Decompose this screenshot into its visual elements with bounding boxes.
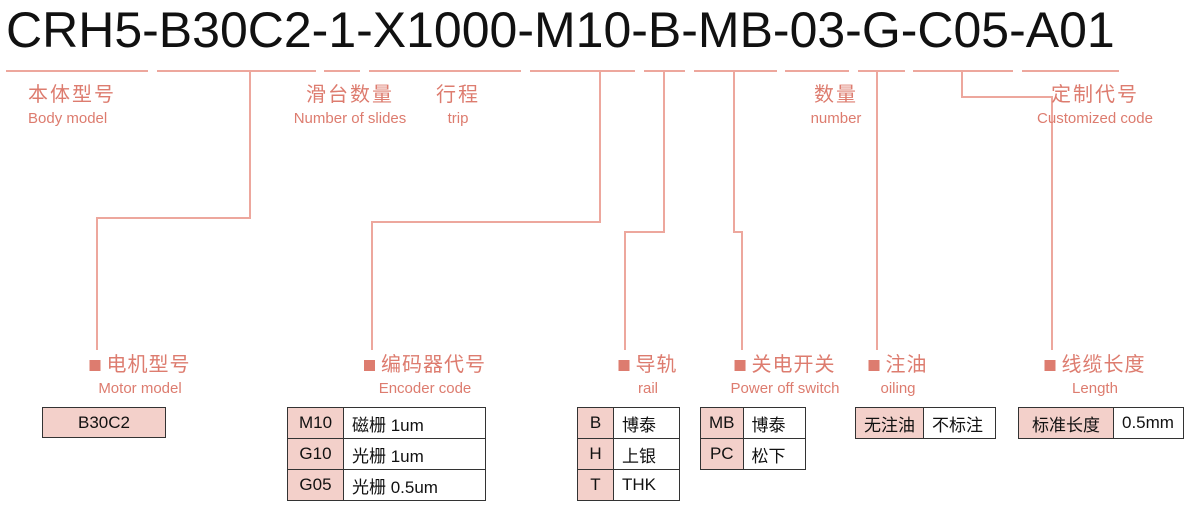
section-motor-model-en: Motor model: [98, 380, 182, 397]
bullet-square-icon: [618, 359, 630, 371]
underline-encoder: [530, 70, 635, 72]
switch-code-cell: PC: [700, 438, 744, 470]
section-rail-en: rail: [637, 380, 658, 397]
section-encoder-code-title: 编码器代号: [364, 352, 486, 378]
label-number-of-slides: 滑台数量 Number of slides: [294, 82, 407, 129]
encoder-desc-cell: 磁栅 1um: [343, 407, 486, 439]
underline-number: [785, 70, 849, 72]
label-customized-code-zh: 定制代号: [1051, 84, 1139, 106]
section-motor-model-zh: 电机型号: [106, 354, 191, 376]
rail-code-cell: T: [577, 469, 614, 501]
table-row: 无注油 不标注: [855, 407, 996, 439]
length-code-cell: 标准长度: [1018, 407, 1114, 439]
section-power-off-switch: 关电开关 Power off switch: [731, 352, 840, 399]
underline-slides: [324, 70, 360, 72]
table-row: B 博泰: [577, 407, 680, 439]
length-desc-cell: 0.5mm: [1113, 407, 1184, 439]
label-trip: 行程 trip: [436, 82, 480, 129]
label-body-model: 本体型号 Body model: [28, 82, 116, 129]
underline-motor-model: [157, 70, 316, 72]
rail-code-cell: H: [577, 438, 614, 470]
section-oiling-title: 注油: [868, 352, 928, 378]
section-rail-zh: 导轨: [635, 354, 678, 376]
label-number-en: number: [810, 110, 862, 127]
underline-power-switch: [694, 70, 777, 72]
motor-model-value-box: B30C2: [42, 407, 166, 438]
section-power-off-switch-en: Power off switch: [730, 380, 840, 397]
underline-body-model: [6, 70, 148, 72]
section-cable-length-title: 线缆长度: [1044, 352, 1146, 378]
bullet-square-icon: [734, 359, 746, 371]
label-customized-code-en: Customized code: [1037, 110, 1153, 127]
connector-motor-model: [96, 71, 251, 350]
label-body-model-en: Body model: [28, 110, 108, 127]
section-rail: 导轨 rail: [618, 352, 678, 399]
section-encoder-code-en: Encoder code: [378, 380, 472, 397]
section-cable-length: 线缆长度 Length: [1044, 352, 1146, 399]
rail-desc-cell: THK: [613, 469, 680, 501]
underline-trip: [369, 70, 521, 72]
cable-length-table: 标准长度 0.5mm: [1018, 407, 1184, 439]
label-customized-code: 定制代号 Customized code: [1037, 82, 1153, 129]
underline-customized: [1022, 70, 1119, 72]
oiling-desc-cell: 不标注: [923, 407, 996, 439]
power-off-switch-table: MB 博泰 PC 松下: [700, 407, 806, 470]
section-encoder-code: 编码器代号 Encoder code: [364, 352, 486, 399]
switch-desc-cell: 博泰: [742, 407, 806, 439]
bullet-square-icon: [1044, 359, 1056, 371]
label-trip-zh: 行程: [436, 84, 480, 106]
label-number-of-slides-en: Number of slides: [293, 110, 407, 127]
table-row: M10 磁栅 1um: [287, 407, 486, 439]
label-trip-en: trip: [447, 110, 469, 127]
model-code: CRH5-B30C2-1-X1000-M10-B-MB-03-G-C05-A01: [6, 2, 1115, 58]
section-rail-title: 导轨: [618, 352, 678, 378]
table-row: T THK: [577, 469, 680, 501]
rail-code-cell: B: [577, 407, 614, 439]
table-row: PC 松下: [700, 438, 806, 470]
rail-table: B 博泰 H 上银 T THK: [577, 407, 680, 501]
section-oiling: 注油 oiling: [868, 352, 928, 399]
encoder-code-cell: M10: [287, 407, 344, 439]
label-number-of-slides-zh: 滑台数量: [305, 84, 394, 106]
section-motor-model-title: 电机型号: [89, 352, 191, 378]
table-row: G10 光栅 1um: [287, 438, 486, 470]
section-motor-model: 电机型号 Motor model: [89, 352, 191, 399]
section-power-off-switch-title: 关电开关: [731, 352, 840, 378]
label-number-zh: 数量: [813, 84, 858, 106]
section-encoder-code-zh: 编码器代号: [381, 354, 486, 376]
section-cable-length-en: Length: [1072, 380, 1118, 397]
underline-oiling: [858, 70, 905, 72]
connector-rail: [624, 71, 665, 350]
encoder-code-table: M10 磁栅 1um G10 光栅 1um G05 光栅 0.5um: [287, 407, 486, 501]
table-row: MB 博泰: [700, 407, 806, 439]
oiling-code-cell: 无注油: [855, 407, 924, 439]
section-power-off-switch-zh: 关电开关: [751, 354, 836, 376]
oiling-table: 无注油 不标注: [855, 407, 996, 439]
rail-desc-cell: 博泰: [613, 407, 680, 439]
connector-power-off-switch: [733, 71, 743, 350]
section-oiling-zh: 注油: [885, 354, 928, 376]
connector-encoder-code: [371, 71, 601, 350]
bullet-square-icon: [364, 359, 375, 371]
section-oiling-en: oiling: [880, 380, 916, 397]
bullet-square-icon: [868, 359, 880, 371]
switch-code-cell: MB: [700, 407, 744, 439]
table-row: G05 光栅 0.5um: [287, 469, 486, 501]
table-row: H 上银: [577, 438, 680, 470]
section-cable-length-zh: 线缆长度: [1061, 354, 1146, 376]
encoder-desc-cell: 光栅 1um: [343, 438, 486, 470]
switch-desc-cell: 松下: [742, 438, 806, 470]
connector-cable-length: [961, 71, 1053, 350]
encoder-code-cell: G05: [287, 469, 344, 501]
encoder-code-cell: G10: [287, 438, 344, 470]
label-body-model-zh: 本体型号: [28, 84, 116, 106]
table-row: 标准长度 0.5mm: [1018, 407, 1184, 439]
bullet-square-icon: [89, 359, 101, 371]
rail-desc-cell: 上银: [613, 438, 680, 470]
encoder-desc-cell: 光栅 0.5um: [343, 469, 486, 501]
label-number: 数量 number: [811, 82, 862, 129]
